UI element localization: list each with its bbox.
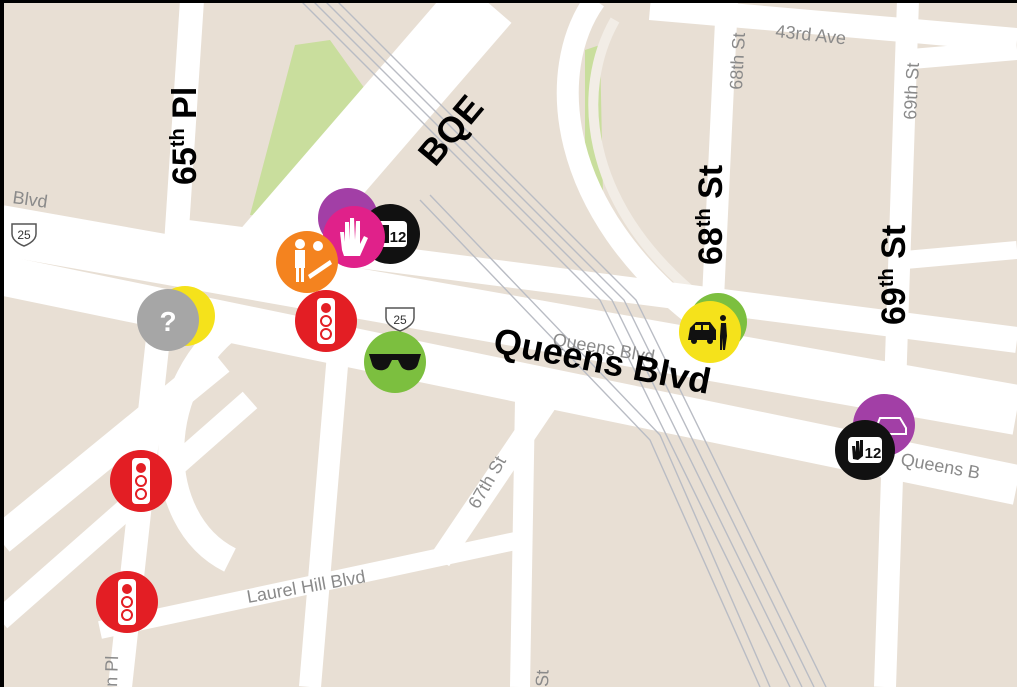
pl-bottom-label: n Pl [101, 655, 122, 687]
svg-text:25: 25 [393, 313, 407, 327]
svg-text:?: ? [159, 306, 176, 337]
unknown-marker[interactable]: ? [137, 289, 199, 351]
blvd-label: Blvd [11, 187, 48, 212]
traffic-light-marker-2[interactable] [110, 450, 172, 512]
68th-st-small-label: 68th St [726, 32, 749, 90]
69th-st-label: 69th St [875, 225, 913, 325]
svg-text:12: 12 [390, 229, 407, 246]
traffic-light-marker-3[interactable] [96, 571, 158, 633]
st-bottom-label: St [532, 669, 553, 687]
hand-stop-marker[interactable] [323, 206, 385, 268]
route-shield-left: 25 [11, 223, 37, 247]
hand-icon [340, 218, 368, 256]
sunglasses-marker[interactable] [364, 331, 426, 393]
68th-st-label: 68th St [692, 165, 730, 265]
69th-st-small-label: 69th St [900, 62, 923, 120]
65th-pl-label: 65th Pl [166, 87, 204, 185]
car-pedestrian-marker[interactable] [679, 301, 741, 363]
rail-tracks [299, 0, 827, 687]
sunglasses-icon [369, 354, 421, 371]
frame-left [0, 0, 4, 687]
traffic-light-marker[interactable] [295, 290, 357, 352]
incident-markers: 12 ? [96, 188, 915, 633]
svg-text:12: 12 [865, 445, 882, 462]
pedestrian-countdown-marker-2[interactable]: 12 [835, 420, 895, 480]
frame-top [0, 0, 1017, 3]
route-shield-center: 25 [385, 307, 415, 332]
construction-marker[interactable] [276, 231, 338, 293]
svg-text:25: 25 [17, 228, 31, 242]
